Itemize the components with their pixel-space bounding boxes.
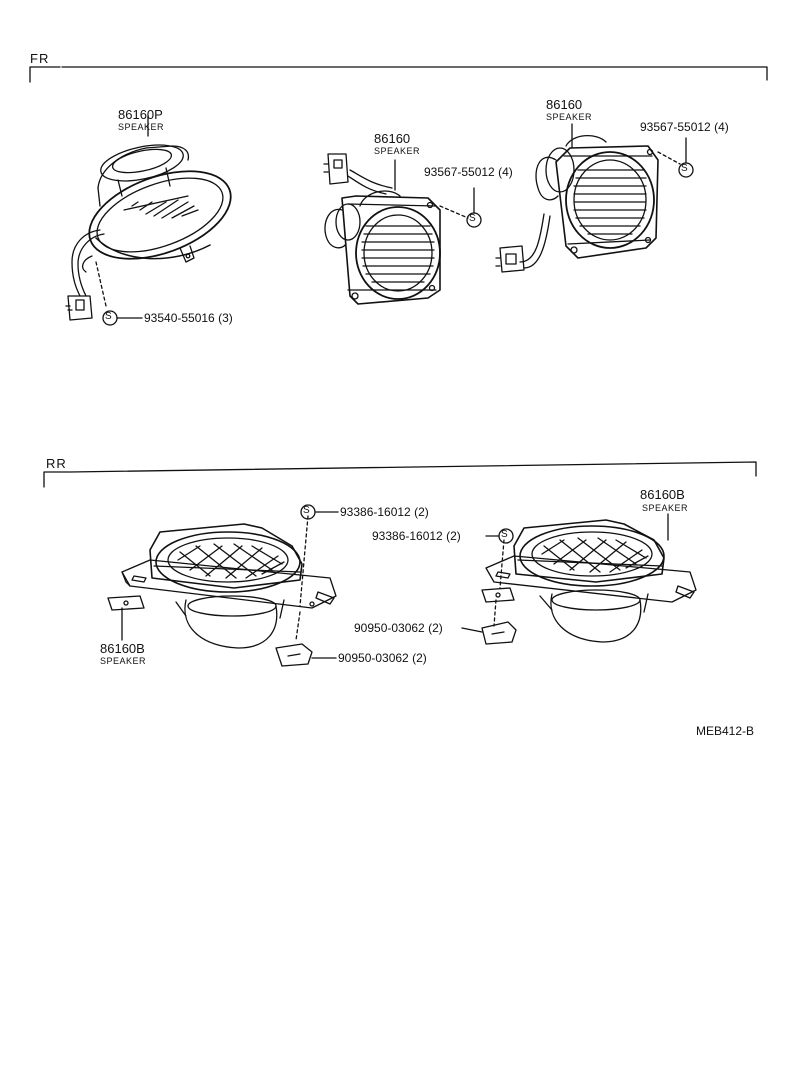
part-number-fr-right: 86160 — [546, 97, 583, 112]
section-label-fr: FR — [30, 51, 50, 66]
nut-callout-rr-right: 90950-03062 (2) — [354, 621, 443, 635]
part-name-fr-center: SPEAKER — [374, 146, 421, 156]
part-number-fr-center: 86160 — [374, 131, 411, 146]
part-name-rr-right: SPEAKER — [642, 503, 689, 513]
screw-callout-fr-right: 93567-55012 (4) — [640, 120, 729, 134]
speaker-86160b-left-drawing — [107, 515, 337, 667]
part-number-rr-right: 86160B — [640, 487, 685, 502]
part-number-rr-left: 86160B — [100, 641, 145, 656]
leader-rr-right-nut — [461, 627, 483, 633]
part-name-fr-right: SPEAKER — [546, 112, 593, 122]
screw-symbol-letter-rr-right: S — [501, 529, 508, 540]
speaker-86160-right-drawing — [495, 135, 681, 273]
part-name-rr-left: SPEAKER — [100, 656, 147, 666]
screw-callout-rr-left: 93386-16012 (2) — [340, 505, 429, 519]
speaker-86160p-drawing — [65, 144, 232, 321]
screw-callout-rr-right: 93386-16012 (2) — [372, 529, 461, 543]
fr-section-bracket — [29, 66, 768, 83]
screw-callout-fr-left: 93540-55016 (3) — [144, 311, 233, 325]
speaker-86160b-right-drawing — [481, 519, 697, 645]
screw-symbol-letter-fr-left: S — [105, 311, 112, 322]
screw-symbol-letter-rr-left: S — [303, 505, 310, 516]
speaker-86160-center-drawing — [323, 153, 469, 305]
part-number-fr-left: 86160P — [118, 107, 163, 122]
section-label-rr: RR — [46, 456, 67, 471]
rr-section-bracket — [43, 461, 757, 488]
screw-symbol-letter-fr-center: S — [469, 213, 476, 224]
diagram-code: MEB412-B — [696, 724, 755, 738]
screw-callout-fr-center: 93567-55012 (4) — [424, 165, 513, 179]
nut-callout-rr-left: 90950-03062 (2) — [338, 651, 427, 665]
part-name-fr-left: SPEAKER — [118, 122, 165, 132]
screw-symbol-letter-fr-right: S — [681, 163, 688, 174]
